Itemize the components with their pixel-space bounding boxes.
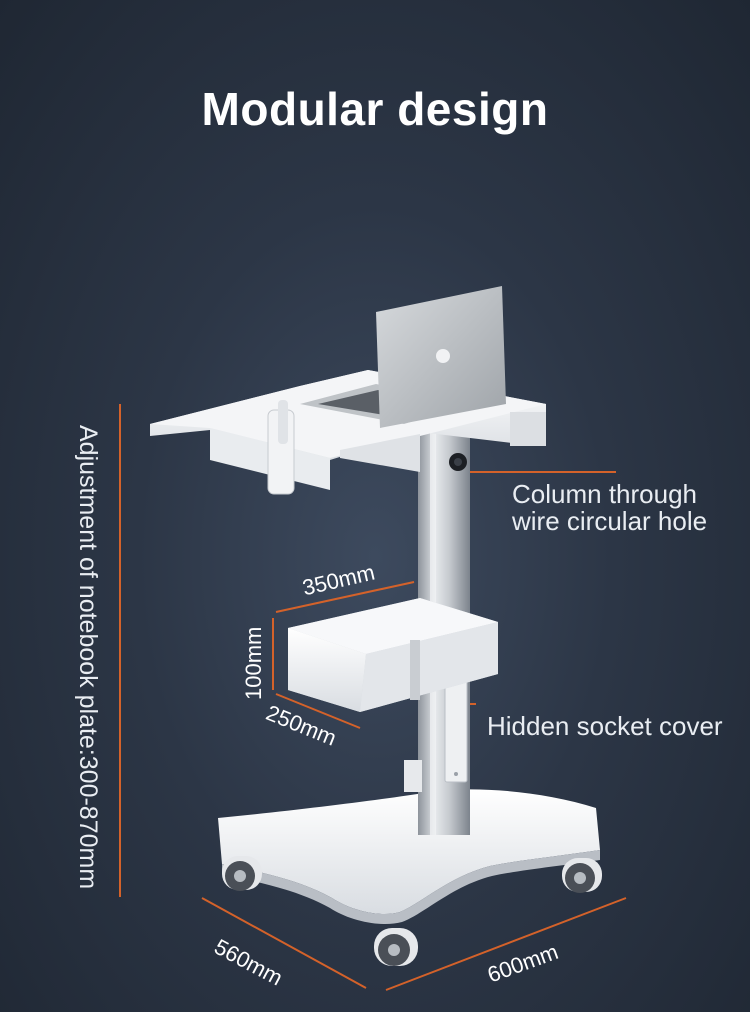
caster-wheels [222,856,602,966]
laptop [300,286,506,428]
wheel-front [374,928,418,966]
column-callout-line2: wire circular hole [512,506,708,536]
column-hole-callout: Column through wire circular hole [512,481,707,535]
base-depth-line [201,897,367,989]
drawer-depth-line [275,693,361,729]
drawer-width-line [275,581,415,613]
page-title: Modular design [201,83,549,135]
column-callout-line1: Column through [512,479,697,509]
cart-base [218,789,600,925]
drawer-box [288,598,498,712]
dimension-lines [119,404,627,991]
drawer-height-label: 100mm [241,626,266,700]
wheel-right [562,858,602,893]
base-width-line [385,897,627,991]
height-adjustment-label: Adjustment of notebook plate:300-870mm [74,425,102,890]
socket-cover-callout: Hidden socket cover [487,711,723,741]
wheel-left [222,856,262,891]
apple-logo-icon [436,349,450,363]
